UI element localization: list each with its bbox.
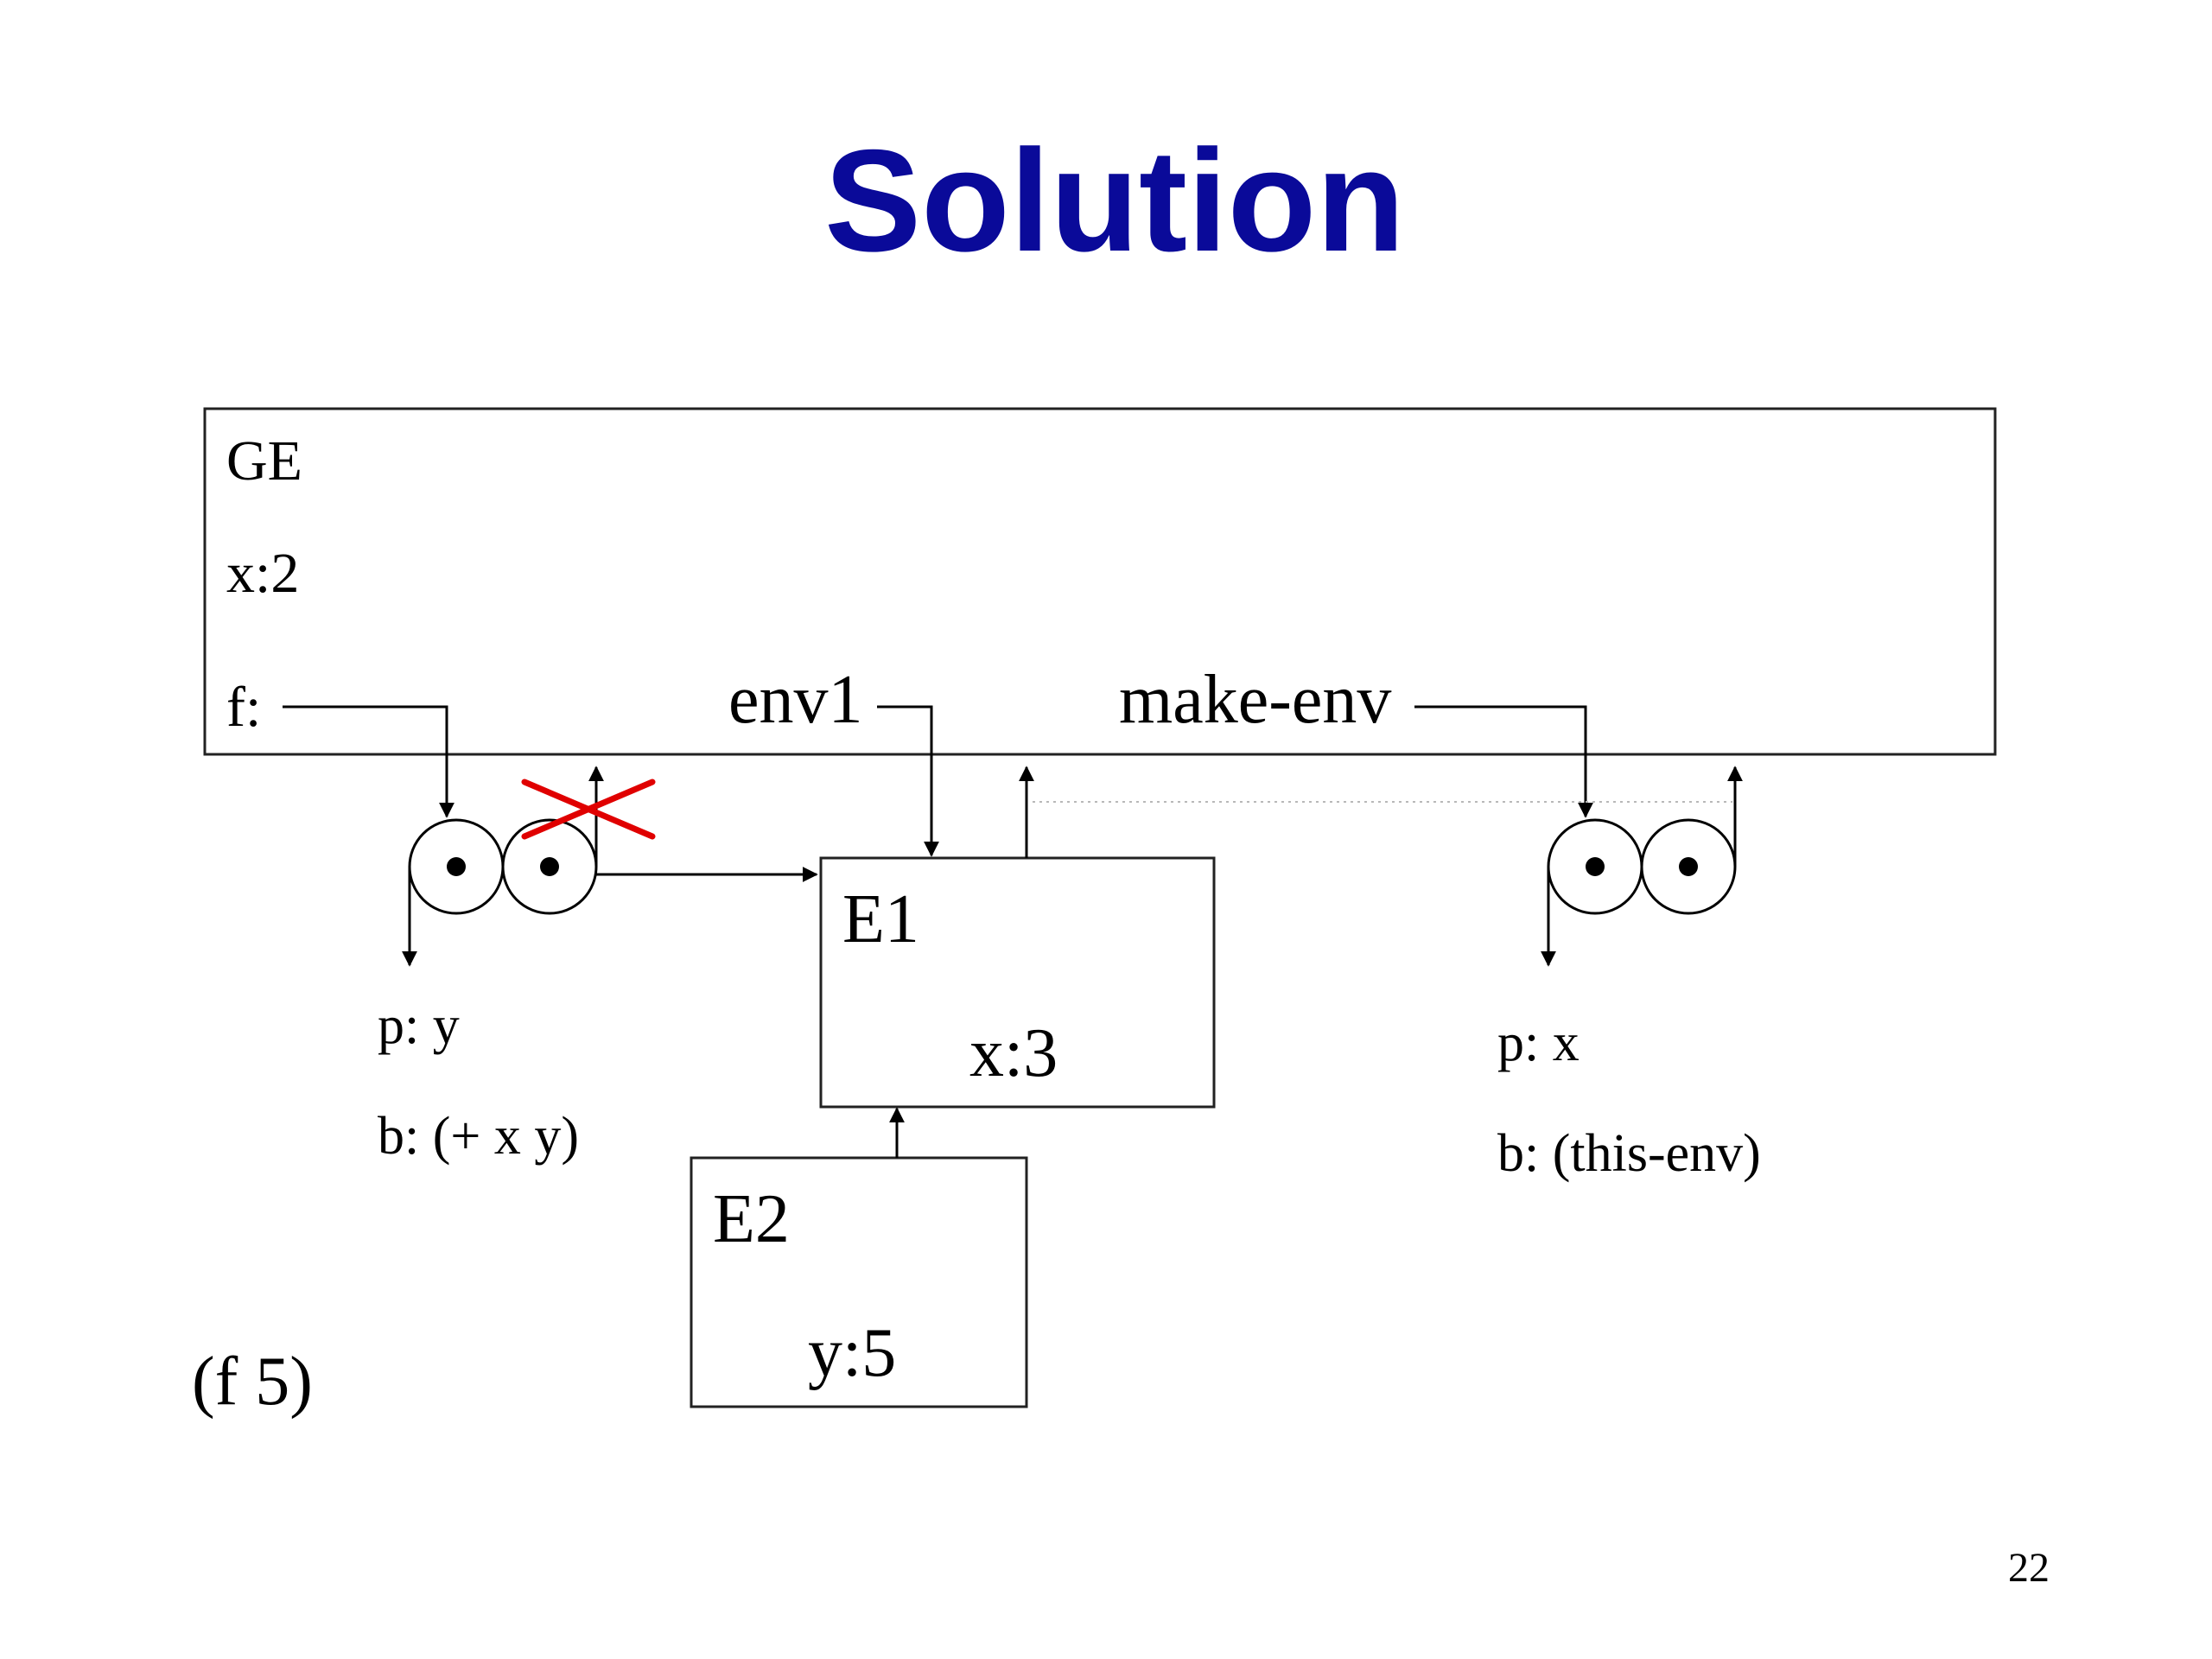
- procedure-object-make-env: [1547, 818, 1737, 915]
- e1-frame: [819, 856, 1216, 1109]
- env1-binding-label: env1: [728, 662, 863, 738]
- procedure-object-f: [408, 818, 598, 915]
- procedure-make-env-params: p: x: [1497, 1014, 1580, 1072]
- code-pointer-dot: [447, 857, 466, 876]
- env-pointer-dot: [540, 857, 559, 876]
- code-pointer-dot: [1586, 857, 1605, 876]
- procedure-f-params: p: y: [378, 996, 460, 1055]
- procedure-make-env-body: b: (this-env): [1497, 1124, 1761, 1183]
- e2-binding-y: y:5: [808, 1315, 896, 1391]
- make-env-binding-arrow: [1414, 705, 1593, 818]
- slide-title: Solution: [824, 119, 1405, 282]
- e1-frame-name: E1: [842, 881, 919, 957]
- global-binding-f: f:: [226, 676, 261, 739]
- e1-binding-x: x:3: [969, 1015, 1058, 1091]
- page-number: 22: [2008, 1545, 2050, 1591]
- procedure-f-body: b: (+ x y): [378, 1107, 579, 1166]
- evaluated-expression: (f 5): [192, 1344, 313, 1420]
- env1-binding-arrow: [877, 705, 939, 857]
- global-environment-frame: [203, 407, 1997, 756]
- make-env-binding-label: make-env: [1119, 662, 1391, 738]
- global-binding-x: x:2: [226, 542, 299, 605]
- f-binding-arrow: [283, 705, 454, 818]
- env-pointer-dot: [1679, 857, 1698, 876]
- global-environment-name: GE: [226, 429, 302, 493]
- e2-frame-name: E2: [713, 1181, 790, 1257]
- strikethrough-x-mark: [521, 779, 656, 840]
- e2-frame: [690, 1156, 1028, 1408]
